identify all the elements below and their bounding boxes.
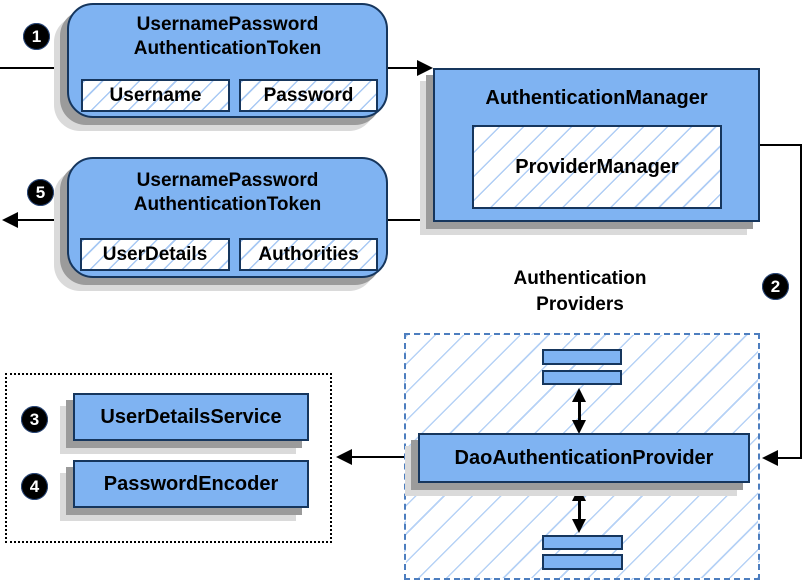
request-token-title: UsernamePassword AuthenticationToken: [69, 13, 386, 61]
provider-manager-box: ProviderManager: [472, 125, 722, 209]
provider-stack-bar: [542, 349, 622, 365]
arrowhead-left-icon: [762, 450, 778, 466]
manager-to-provider-line-top: [758, 144, 802, 146]
response-token-node: UsernamePassword AuthenticationToken Use…: [67, 157, 388, 278]
arrowhead-down-icon: [572, 420, 586, 434]
response-token-title-line2: AuthenticationToken: [133, 194, 322, 215]
manager-to-provider-line-bottom: [777, 457, 802, 459]
authentication-manager-node: AuthenticationManager ProviderManager: [433, 68, 760, 222]
provider-link-line: [578, 400, 581, 422]
username-field-box: Username: [81, 79, 230, 112]
authorities-field-box: Authorities: [239, 238, 378, 271]
request-token-node: UsernamePassword AuthenticationToken Use…: [67, 3, 388, 118]
provider-link-line: [578, 499, 581, 521]
providers-group-label-line1: Authentication: [513, 268, 647, 289]
provider-stack-bar: [542, 554, 623, 570]
arrowhead-down-icon: [572, 519, 586, 533]
authentication-manager-title: AuthenticationManager: [485, 87, 708, 109]
providers-group-label-line2: Providers: [536, 294, 624, 315]
password-field-box: Password: [239, 79, 378, 112]
provider-to-services-line: [350, 456, 418, 458]
services-group-container: [5, 373, 332, 543]
request-token-title-line1: UsernamePassword: [136, 14, 319, 35]
step-3-badge: 3: [21, 406, 48, 433]
arrowhead-left-icon: [336, 449, 352, 465]
manager-to-provider-line-vertical: [800, 144, 802, 459]
arrowhead-left-icon: [2, 212, 18, 228]
arrowhead-up-icon: [572, 487, 586, 501]
step-5-badge: 5: [27, 179, 54, 206]
step-1-badge: 1: [23, 23, 50, 50]
providers-group-label: Authentication Providers: [455, 266, 705, 318]
arrowhead-up-icon: [572, 388, 586, 402]
arrowhead-right-icon: [417, 60, 433, 76]
user-details-service-node: UserDetailsService: [73, 393, 309, 441]
userdetails-field-box: UserDetails: [80, 238, 230, 271]
request-token-title-line2: AuthenticationToken: [133, 38, 322, 59]
provider-stack-bar: [542, 535, 623, 550]
password-encoder-node: PasswordEncoder: [73, 460, 309, 508]
dao-authentication-provider-node: DaoAuthenticationProvider: [418, 433, 750, 483]
step-2-badge: 2: [762, 273, 789, 300]
provider-stack-bar: [542, 370, 622, 385]
step-4-badge: 4: [21, 473, 48, 500]
response-token-title: UsernamePassword AuthenticationToken: [69, 169, 386, 217]
response-token-title-line1: UsernamePassword: [136, 170, 319, 191]
